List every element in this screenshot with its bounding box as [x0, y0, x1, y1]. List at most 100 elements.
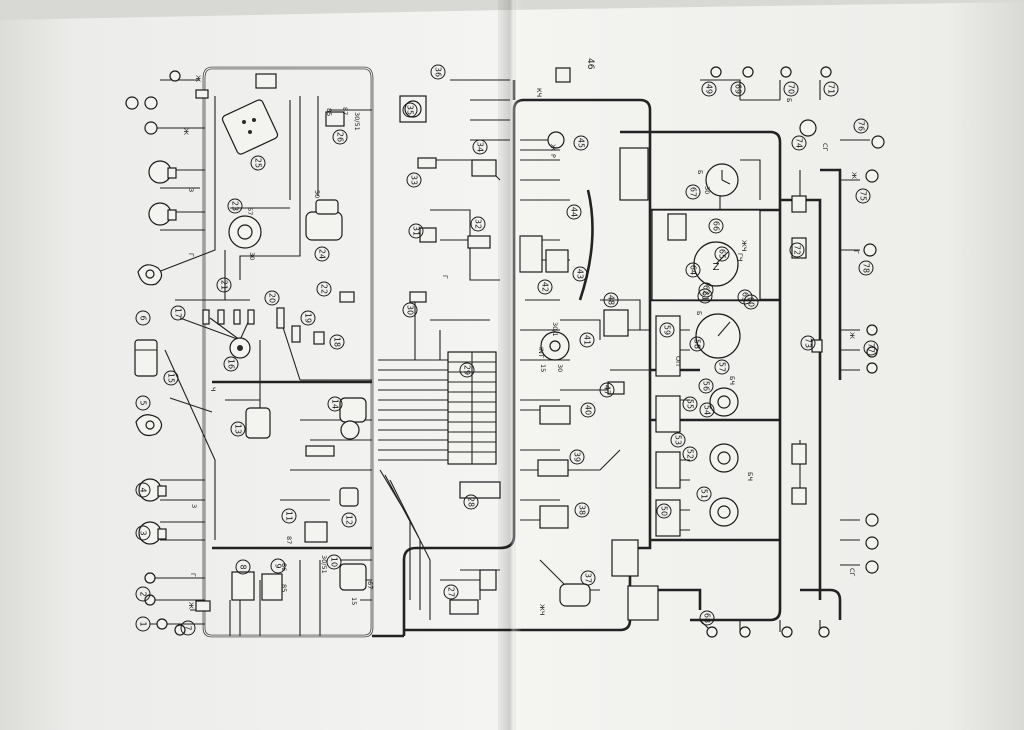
wire-label: 30/51 [320, 555, 328, 574]
callout-47: 47 [599, 382, 615, 398]
callout-number: 51 [700, 489, 709, 499]
wire-label: З [187, 188, 195, 192]
callout-9: 9 [270, 558, 286, 574]
callout-50: 50 [656, 503, 672, 519]
callout-52: 52 [682, 446, 698, 462]
wire-label: З [190, 504, 198, 508]
wire-label: 87 [341, 107, 349, 115]
callout-59: 59 [659, 322, 675, 338]
callout-number: 28 [467, 497, 476, 507]
callout-number: 15 [167, 373, 176, 383]
washer-reservoir-icon [134, 339, 158, 377]
connector-block-icon [611, 147, 687, 621]
callout-number: 75 [859, 191, 868, 201]
callout-20: 20 [264, 290, 280, 306]
callout-number: 18 [333, 337, 342, 347]
wire-label: Г [852, 250, 860, 254]
ignition-switch-icon [540, 331, 570, 361]
lamp-icon [547, 67, 571, 149]
callout-number: 56 [702, 381, 711, 391]
callout-number: 50 [660, 506, 669, 516]
callout-number: 74 [795, 138, 804, 148]
callout-72: 72 [789, 242, 805, 258]
wire-label: Ж [194, 75, 202, 82]
callout-number: 24 [318, 249, 327, 259]
callout-number: 21 [220, 280, 229, 290]
callout-number: 59 [663, 325, 672, 335]
callout-number: 35 [406, 105, 415, 115]
callout-6: 6 [135, 310, 151, 326]
callout-38: 38 [574, 502, 590, 518]
callout-number: 42 [541, 282, 550, 292]
callout-number: 66 [712, 221, 721, 231]
callout-number: 20 [268, 293, 277, 303]
wire-label: Г [187, 253, 195, 257]
callout-49: 49 [701, 81, 717, 97]
wire-label: 30 [248, 252, 256, 260]
callout-number: 34 [476, 142, 485, 152]
wire-label: INT [537, 347, 545, 358]
switch-icon [409, 157, 497, 303]
connector-block-icon [449, 481, 501, 615]
lamp-icon [863, 135, 885, 574]
wire-label: 67 [366, 581, 374, 589]
relay-icon [791, 195, 823, 505]
callout-65: 65 [714, 246, 730, 262]
callout-29: 29 [459, 362, 475, 378]
wire-label: Ж [850, 172, 858, 179]
callout-number: 4 [139, 487, 148, 492]
callout-number: 45 [577, 138, 586, 148]
wire-label: ЖЧ [740, 240, 748, 251]
callout-number: 7 [184, 625, 193, 630]
callout-number: 19 [304, 313, 313, 323]
wire-label: Б [696, 170, 704, 174]
callout-18: 18 [329, 334, 345, 350]
callout-73: 73 [800, 335, 816, 351]
callout-67: 67 [685, 184, 701, 200]
callout-number: 6 [139, 315, 148, 320]
callout-7: 7 [180, 620, 196, 636]
callout-36: 36 [430, 64, 446, 80]
lamp-icon [125, 96, 158, 110]
wire-label: 30/1 [551, 322, 559, 337]
wire-label: Ж [848, 332, 856, 339]
generator-icon [221, 99, 279, 155]
callout-number: 63 [741, 292, 750, 302]
lamp-icon [710, 66, 832, 78]
ignition-coil-icon [245, 407, 271, 439]
wire-label: 30 [556, 364, 564, 372]
callout-39: 39 [569, 449, 585, 465]
callout-number: 53 [674, 435, 683, 445]
switch-icon [799, 119, 817, 137]
callout-69: 69 [730, 81, 746, 97]
callout-74: 74 [791, 135, 807, 151]
callout-58: 58 [689, 336, 705, 352]
callout-19: 19 [300, 310, 316, 326]
callout-15: 15 [163, 370, 179, 386]
callout-number: 77 [867, 343, 876, 353]
callout-number: 52 [686, 449, 695, 459]
wire-label: ОП [674, 356, 682, 366]
starter-motor-icon [305, 199, 343, 241]
callout-1: 1 [135, 616, 151, 632]
connector-block-icon [195, 89, 335, 612]
callout-number: 13 [234, 424, 243, 434]
callout-24: 24 [314, 246, 330, 262]
callout-number: 29 [463, 365, 472, 375]
callout-37: 37 [580, 570, 596, 586]
callout-number: 44 [570, 207, 579, 217]
lamp-icon [706, 626, 830, 638]
wire-label: Ч [209, 387, 217, 391]
callout-number: 69 [734, 84, 743, 94]
callout-number: 11 [285, 511, 294, 521]
callout-5: 5 [135, 395, 151, 411]
oil-pressure-gauge-icon [709, 497, 739, 527]
callout-27: 27 [443, 584, 459, 600]
callout-63: 63 [737, 289, 753, 305]
callout-31: 31 [408, 223, 424, 239]
callout-number: 64 [689, 265, 698, 275]
callout-number: 9 [274, 563, 283, 568]
wire-label: ГЧ [736, 253, 744, 261]
